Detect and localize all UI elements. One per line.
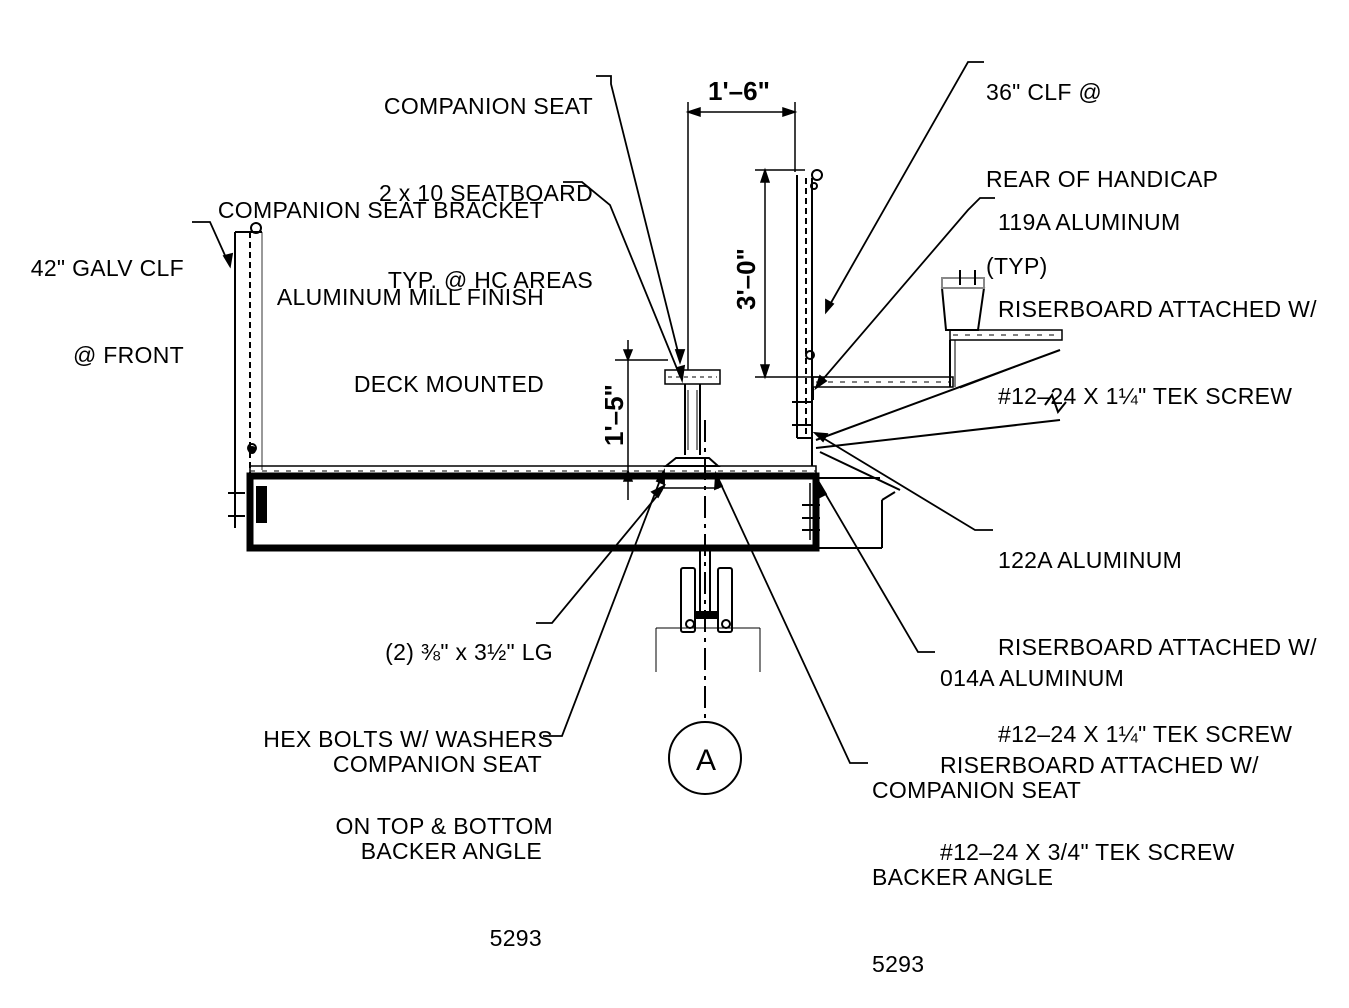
callout-line: 42" GALV CLF <box>30 255 184 281</box>
support-centerline <box>655 420 761 795</box>
callout-line: 5293 <box>489 925 542 951</box>
callout-line: DECK MOUNTED <box>353 371 544 397</box>
leader-122a <box>817 434 993 531</box>
callout-riser-119a: 119A ALUMINUM RISERBOARD ATTACHED W/ #12… <box>998 150 1317 440</box>
callout-front-clf: 42" GALV CLF @ FRONT <box>31 196 184 399</box>
callout-line: ALUMINUM MILL FINISH <box>276 284 544 310</box>
callout-line: #12–24 X 1¼" TEK SCREW <box>998 383 1293 409</box>
leader-rear-clf <box>827 61 984 309</box>
callout-backer-angle-right: COMPANION SEAT BACKER ANGLE 5293 <box>872 718 1081 1008</box>
dimension-lines <box>615 102 820 500</box>
callout-line: 5293 <box>872 951 925 977</box>
callout-companion-seat-board: COMPANION SEAT 2 x 10 SEATBOARD TYP. @ H… <box>379 34 593 324</box>
callout-line: RISERBOARD ATTACHED W/ <box>998 634 1317 660</box>
callout-companion-seat-bracket: COMPANION SEAT BRACKET ALUMINUM MILL FIN… <box>218 138 544 428</box>
front-guardrail <box>228 222 267 528</box>
callout-line: (TYP) <box>986 253 1048 279</box>
callout-line: COMPANION SEAT <box>332 751 542 777</box>
leader-hex-bolts <box>536 489 663 624</box>
upper-risers <box>812 270 1067 491</box>
section-marker-label: A <box>696 744 716 777</box>
callout-line: 36" CLF @ <box>986 79 1103 105</box>
callout-line: #12–24 X 1¼" TEK SCREW <box>998 721 1293 747</box>
leader-bracket <box>563 181 681 377</box>
callout-line: REAR OF HANDICAP <box>986 166 1219 192</box>
leader-119a <box>817 197 995 386</box>
callout-line: @ FRONT <box>72 342 184 368</box>
dim-seat-height: 1'–5" <box>599 384 629 446</box>
leader-seatboard <box>596 75 681 361</box>
callout-line: COMPANION SEAT <box>383 93 593 119</box>
callout-line: 119A ALUMINUM <box>998 209 1181 235</box>
callout-line: 014A ALUMINUM <box>940 665 1125 691</box>
callout-line: RISERBOARD ATTACHED W/ <box>940 752 1259 778</box>
leader-lines <box>192 61 995 764</box>
callout-rear-clf: 36" CLF @ REAR OF HANDICAP (TYP) <box>986 20 1218 310</box>
callout-line: BACKER ANGLE <box>360 838 542 864</box>
dim-seat-offset: 1'–6" <box>708 76 770 106</box>
leader-backer-left <box>543 474 663 737</box>
leader-front-clf <box>192 221 229 263</box>
rear-guardrail <box>792 169 823 466</box>
callout-line: HEX BOLTS W/ WASHERS <box>263 726 553 752</box>
callout-line: TYP. @ HC AREAS <box>387 267 593 293</box>
callout-line: BACKER ANGLE <box>872 864 1054 890</box>
callout-line: 122A ALUMINUM <box>998 547 1183 573</box>
callout-line: RISERBOARD ATTACHED W/ <box>998 296 1317 322</box>
leader-014a <box>821 487 935 653</box>
callout-line: COMPANION SEAT BRACKET <box>217 197 544 223</box>
dim-rail-height: 3'–0" <box>731 248 761 310</box>
callout-line: (2) ⅜" x 3½" LG <box>385 639 553 665</box>
section-marker-circle <box>668 721 742 795</box>
callout-backer-angle-left: COMPANION SEAT BACKER ANGLE 5293 <box>333 692 542 982</box>
callout-riser-122a: 122A ALUMINUM RISERBOARD ATTACHED W/ #12… <box>998 488 1317 778</box>
companion-seat-assembly <box>663 369 721 489</box>
deck-frame <box>246 465 896 552</box>
leader-backer-right <box>717 477 868 764</box>
section-drawing: 1'–6" 3'–0" 1'–5" A <box>192 61 1067 795</box>
callout-line: 2 x 10 SEATBOARD <box>378 180 593 206</box>
callout-line: COMPANION SEAT <box>872 777 1082 803</box>
